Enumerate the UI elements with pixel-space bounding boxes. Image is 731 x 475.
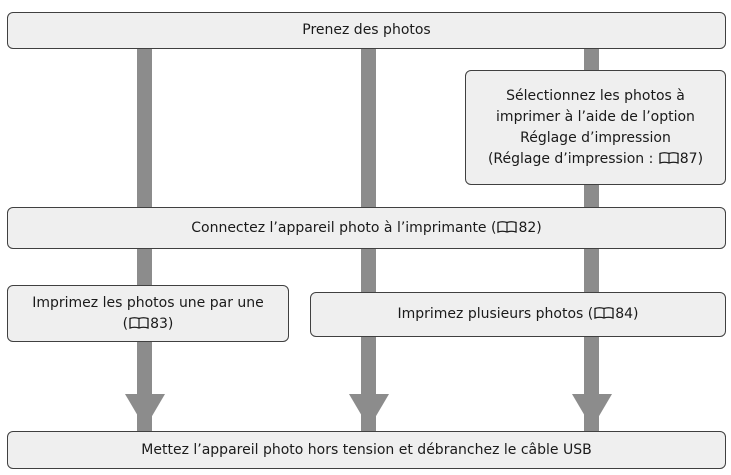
- book-reference-icon: [594, 307, 614, 319]
- step-connect-printer: Connectez l’appareil photo à l’imprimant…: [7, 207, 726, 249]
- step-one-line1: Imprimez les photos une par une: [32, 294, 264, 311]
- step-connect-suffix: 82): [518, 219, 542, 236]
- step-multiple-prefix: Imprimez plusieurs photos (: [397, 306, 594, 322]
- step-select-photos: Sélectionnez les photos à imprimer à l’a…: [465, 70, 726, 185]
- step-take-photos-label: Prenez des photos: [302, 22, 431, 38]
- step-final-label: Mettez l’appareil photo hors tension et …: [141, 441, 592, 458]
- step-print-multiple: Imprimez plusieurs photos ( 84): [310, 292, 726, 337]
- step-select-line2: imprimer à l’aide de l’option: [496, 108, 695, 125]
- step-select-line1: Sélectionnez les photos à: [506, 87, 685, 104]
- book-reference-icon: [497, 220, 518, 233]
- step-take-photos: Prenez des photos: [7, 12, 726, 49]
- book-reference-icon: [659, 151, 679, 164]
- step-power-off-disconnect: Mettez l’appareil photo hors tension et …: [7, 431, 726, 469]
- arrow-down-middle-icon: [349, 394, 389, 428]
- step-one-line2-suffix: 83): [150, 315, 174, 332]
- step-print-one-by-one: Imprimez les photos une par une (83): [7, 285, 289, 342]
- step-one-line2-prefix: (: [122, 315, 129, 332]
- step-select-line4-prefix: (Réglage d’impression :: [487, 150, 658, 167]
- step-select-line3: Réglage d’impression: [520, 129, 671, 146]
- book-reference-icon: [129, 316, 149, 329]
- arrow-down-right-icon: [572, 394, 612, 428]
- step-one-line2: (83): [32, 314, 264, 335]
- step-select-line4-suffix: 87): [679, 150, 704, 167]
- step-connect-prefix: Connectez l’appareil photo à l’imprimant…: [191, 219, 497, 236]
- step-multiple-suffix: 84): [615, 306, 639, 322]
- arrow-down-left-icon: [125, 394, 165, 428]
- step-select-line4: (Réglage d’impression : 87): [488, 149, 703, 170]
